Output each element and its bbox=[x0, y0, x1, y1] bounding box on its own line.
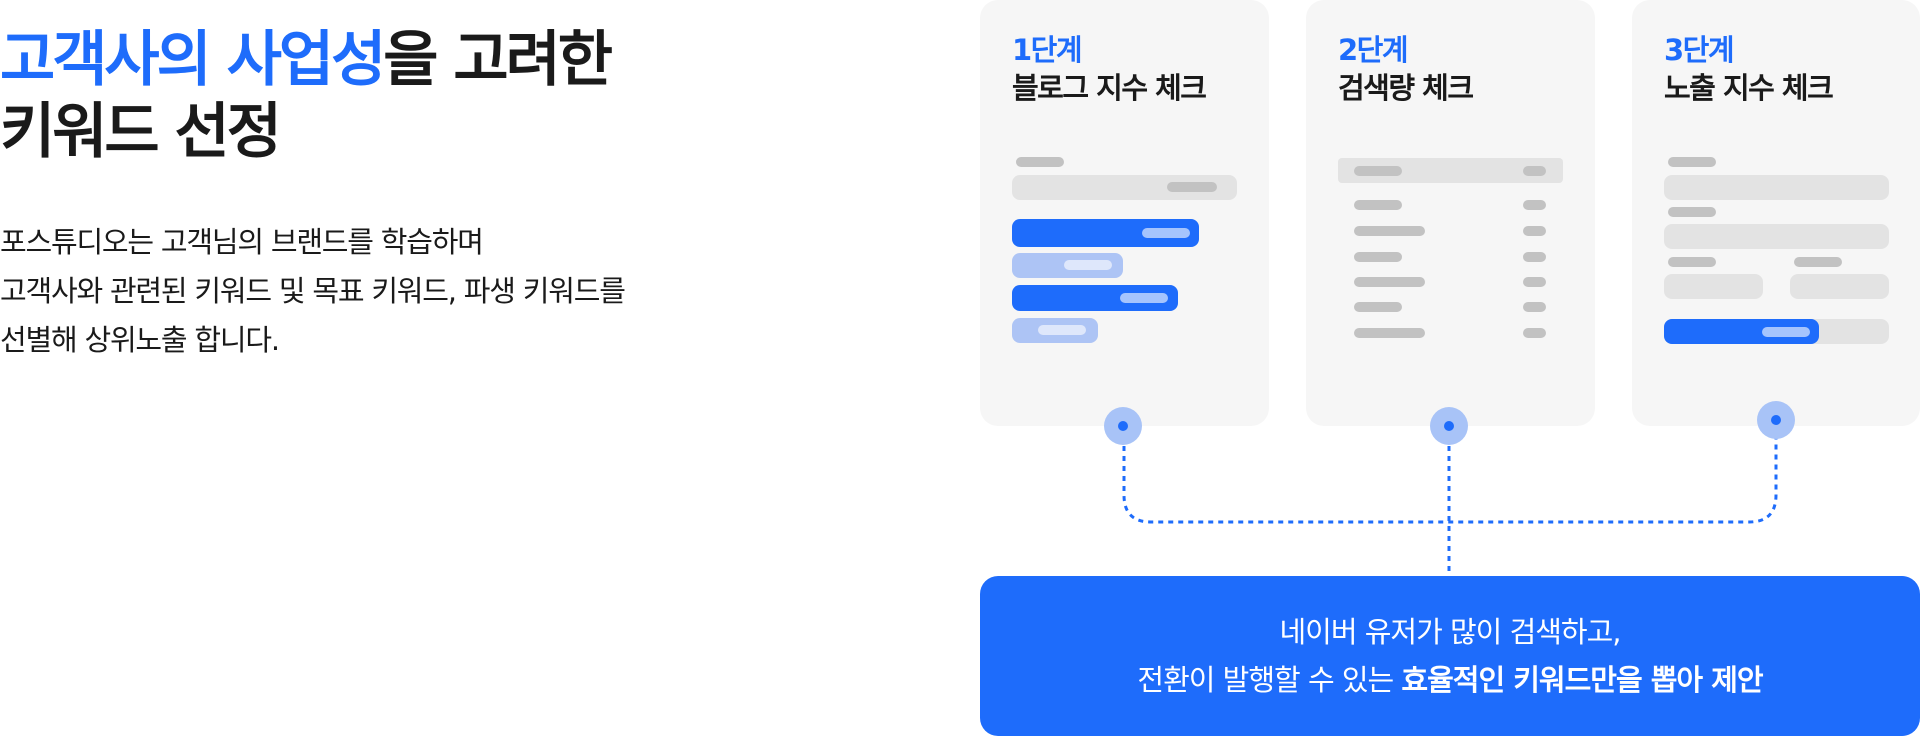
step-card-3: 3단계 노출 지수 체크 bbox=[1632, 0, 1920, 426]
headline-line-2: 키워드 선정 bbox=[0, 97, 282, 167]
placeholder-line bbox=[1523, 302, 1546, 312]
placeholder-line bbox=[1142, 228, 1190, 238]
headline-rest: 을 고려한 bbox=[383, 25, 613, 95]
placeholder-line bbox=[1016, 157, 1064, 167]
step-label: 3단계 bbox=[1664, 33, 1735, 67]
step-card-1: 1단계 블로그 지수 체크 bbox=[980, 0, 1269, 426]
placeholder-box bbox=[1664, 224, 1889, 249]
result-banner: 네이버 유저가 많이 검색하고, 전환이 발행할 수 있는 효율적인 키워드만을… bbox=[980, 576, 1920, 736]
placeholder-line bbox=[1354, 252, 1402, 262]
placeholder-line bbox=[1167, 182, 1217, 192]
placeholder-line bbox=[1354, 200, 1402, 210]
step-label: 1단계 bbox=[1012, 33, 1083, 67]
placeholder-line bbox=[1354, 302, 1402, 312]
placeholder-line bbox=[1120, 293, 1168, 303]
placeholder-line bbox=[1038, 325, 1086, 335]
placeholder-line bbox=[1668, 207, 1716, 217]
placeholder-line bbox=[1064, 260, 1112, 270]
headline: 고객사의 사업성을 고려한 키워드 선정 bbox=[0, 24, 613, 168]
placeholder-box bbox=[1664, 175, 1889, 200]
placeholder-line bbox=[1668, 257, 1716, 267]
placeholder-line bbox=[1523, 226, 1546, 236]
description: 포스튜디오는 고객님의 브랜드를 학습하며 고객사와 관련된 키워드 및 목표 … bbox=[0, 218, 626, 365]
headline-line-1: 고객사의 사업성을 고려한 bbox=[0, 24, 613, 96]
placeholder-line bbox=[1794, 257, 1842, 267]
banner-line-1: 네이버 유저가 많이 검색하고, bbox=[1279, 615, 1621, 649]
step-title: 검색량 체크 bbox=[1338, 71, 1474, 105]
step-2-marker bbox=[1430, 407, 1468, 445]
step-1-marker-center bbox=[1118, 421, 1128, 431]
connector-path bbox=[1122, 435, 1778, 524]
placeholder-line bbox=[1523, 328, 1546, 338]
placeholder-line bbox=[1354, 328, 1425, 338]
placeholder-line bbox=[1354, 226, 1425, 236]
step-title: 블로그 지수 체크 bbox=[1012, 71, 1207, 105]
placeholder-line bbox=[1668, 157, 1716, 167]
banner-line-2-plain: 전환이 발행할 수 있는 bbox=[1137, 663, 1402, 697]
description-line: 포스튜디오는 고객님의 브랜드를 학습하며 bbox=[0, 225, 484, 259]
step-1-marker bbox=[1104, 407, 1142, 445]
description-line: 선별해 상위노출 합니다. bbox=[0, 323, 280, 357]
step-label: 2단계 bbox=[1338, 33, 1409, 67]
placeholder-line bbox=[1354, 166, 1402, 176]
placeholder-line bbox=[1523, 166, 1546, 176]
headline-accent: 고객사의 사업성 bbox=[0, 25, 386, 95]
placeholder-line bbox=[1523, 252, 1546, 262]
banner-line-2-bold: 효율적인 키워드만을 뽑아 제안 bbox=[1401, 663, 1763, 697]
placeholder-box bbox=[1664, 274, 1763, 299]
step-title: 노출 지수 체크 bbox=[1664, 71, 1834, 105]
placeholder-line bbox=[1762, 327, 1810, 337]
step-3-marker-center bbox=[1771, 415, 1781, 425]
banner-line-2: 전환이 발행할 수 있는 효율적인 키워드만을 뽑아 제안 bbox=[980, 660, 1920, 700]
description-line: 고객사와 관련된 키워드 및 목표 키워드, 파생 키워드를 bbox=[0, 274, 626, 308]
step-2-marker-center bbox=[1444, 421, 1454, 431]
step-3-marker bbox=[1757, 401, 1795, 439]
step-card-2: 2단계 검색량 체크 bbox=[1306, 0, 1595, 426]
placeholder-box bbox=[1790, 274, 1889, 299]
placeholder-line bbox=[1354, 277, 1425, 287]
placeholder-line bbox=[1523, 200, 1546, 210]
placeholder-line bbox=[1523, 277, 1546, 287]
